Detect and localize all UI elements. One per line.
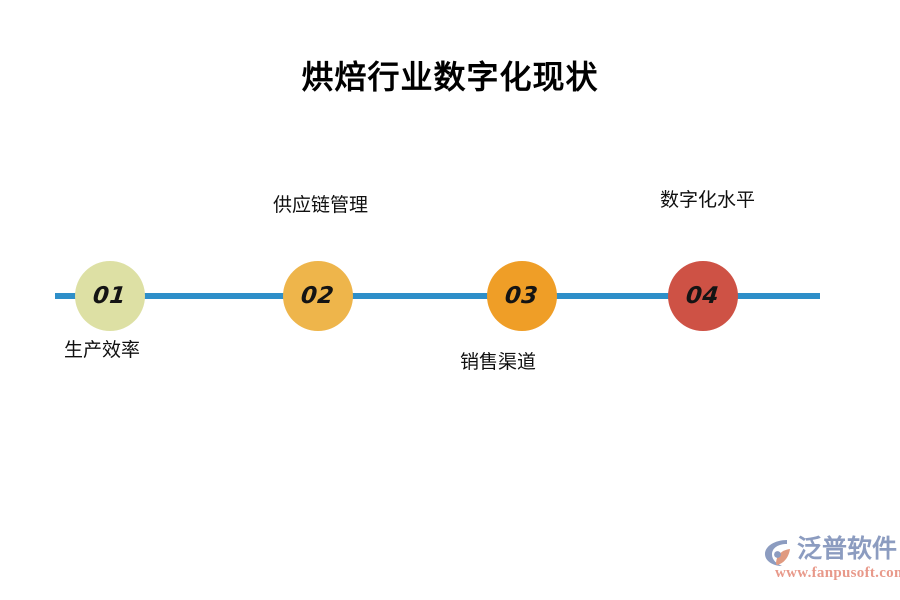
timeline-node-04-label: 数字化水平: [660, 190, 756, 211]
timeline-node-01-number: 01: [92, 283, 128, 309]
watermark: 泛普软件 www.fanpusoft.com: [763, 534, 900, 586]
timeline-node-02[interactable]: 02: [283, 261, 353, 331]
watermark-brand: 泛普软件: [797, 536, 898, 563]
timeline-node-03[interactable]: 03: [487, 261, 557, 331]
timeline-node-04[interactable]: 04: [668, 261, 738, 331]
watermark-url: www.fanpusoft.com: [775, 565, 900, 581]
timeline-node-03-number: 03: [504, 283, 540, 309]
page-title: 烘焙行业数字化现状: [301, 59, 599, 95]
timeline-axis-line: [55, 293, 820, 299]
timeline-node-03-label: 销售渠道: [460, 352, 537, 373]
timeline-node-01-label: 生产效率: [64, 340, 141, 361]
fanpu-logo-icon: [763, 538, 797, 568]
timeline-node-02-label: 供应链管理: [273, 195, 369, 216]
timeline-node-04-number: 04: [685, 283, 721, 309]
timeline-node-01[interactable]: 01: [75, 261, 145, 331]
timeline-node-02-number: 02: [300, 283, 336, 309]
